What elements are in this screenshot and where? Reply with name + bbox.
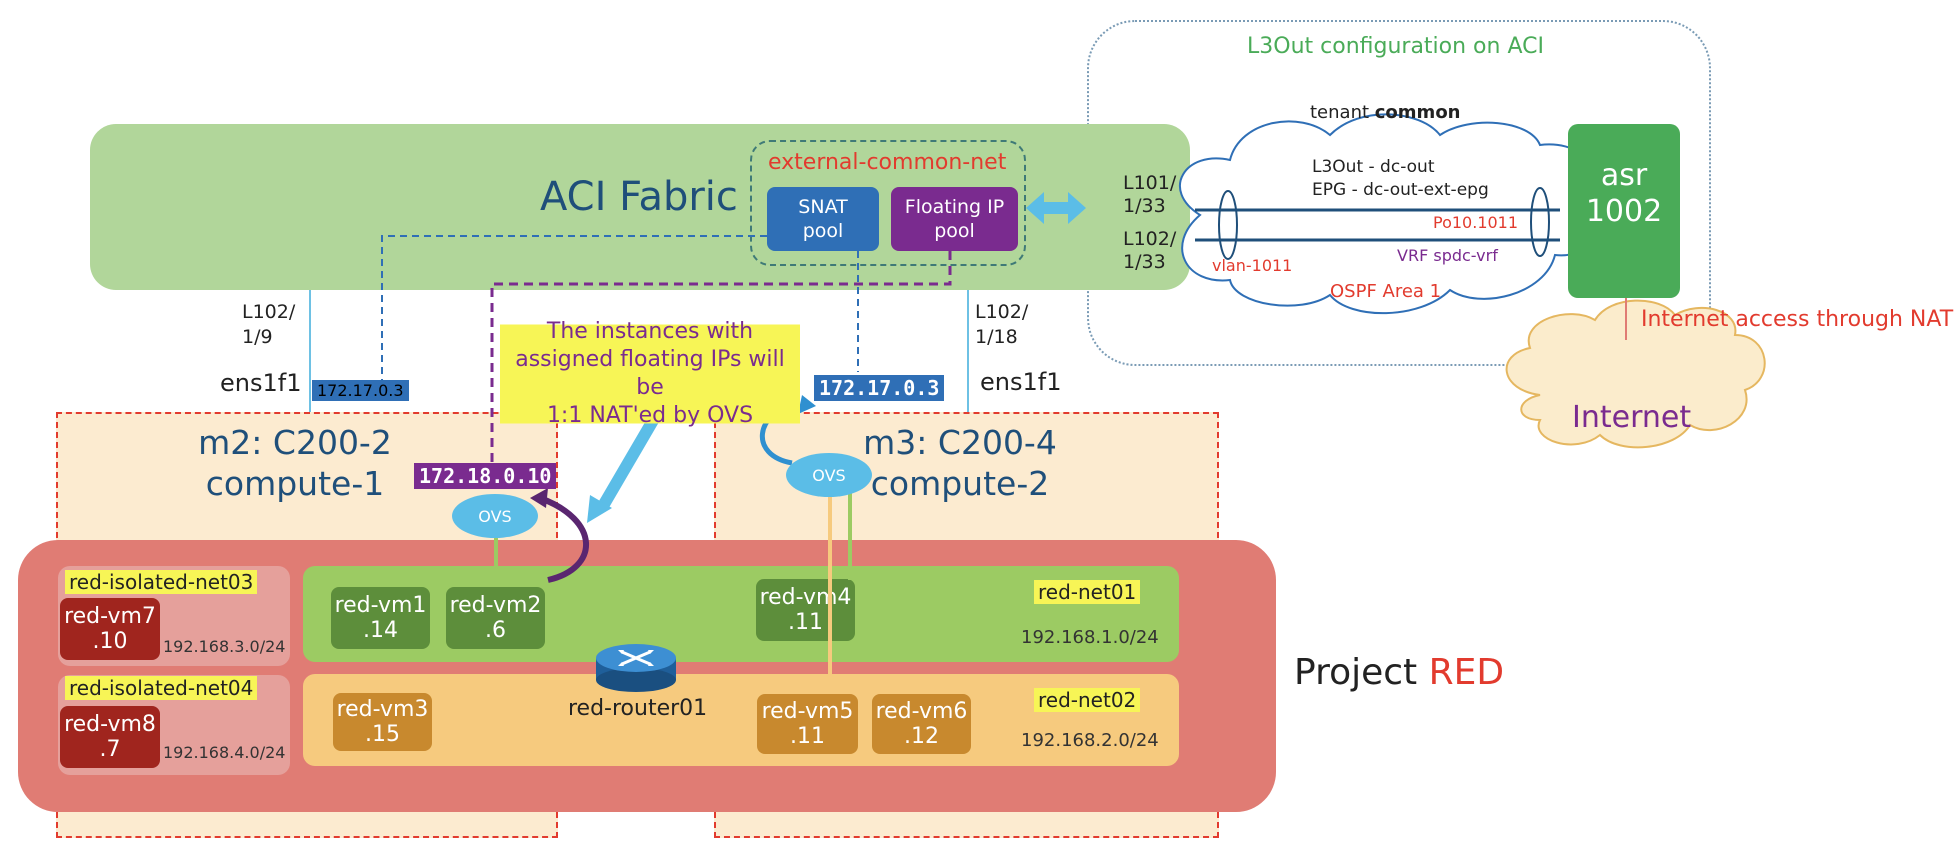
internet-label: Internet (1572, 400, 1692, 435)
vm-ip: .12 (904, 724, 939, 749)
host-compute-2-label: m3: C200-4 compute-2 (863, 423, 1057, 503)
nat-note: The instances with assigned floating IPs… (500, 318, 800, 430)
tenant-name: common (1374, 102, 1461, 123)
vm-name: red-vm6 (875, 699, 968, 724)
red-net02-subnet: 192.168.2.0/24 (1021, 730, 1159, 751)
vm-ip: .14 (363, 618, 398, 643)
external-common-net-label: external-common-net (768, 150, 1007, 175)
vm-name: red-vm5 (761, 699, 854, 724)
project-red-label: Project RED (1294, 652, 1504, 693)
vm-ip: .11 (788, 610, 823, 635)
right-nic-label: ens1f1 (980, 368, 1062, 396)
vm-name: red-vm4 (759, 585, 852, 610)
red-router01-label: red-router01 (566, 696, 710, 721)
right-snat-ip: 172.17.0.3 (814, 375, 945, 401)
vm-red-vm2[interactable]: red-vm2 .6 (446, 587, 545, 649)
floating-ip-pool: Floating IP pool (891, 187, 1018, 251)
isolated-net04-label: red-isolated-net04 (65, 676, 258, 700)
vm-red-vm1[interactable]: red-vm1 .14 (331, 587, 430, 649)
vm-red-vm3[interactable]: red-vm3 .15 (333, 693, 432, 751)
nat-access-label: Internet access through NAT (1641, 307, 1954, 332)
vm-name: red-vm7 (64, 604, 156, 629)
aci-fabric-title: ACI Fabric (540, 174, 738, 220)
vm-name: red-vm1 (334, 593, 427, 618)
left-nic-label: ens1f1 (220, 369, 302, 397)
tenant-label: tenant common (1310, 102, 1461, 123)
vm-name: red-vm8 (64, 712, 156, 737)
isolated-net03-label: red-isolated-net03 (65, 570, 258, 594)
host-compute-1-label: m2: C200-2 compute-1 (198, 423, 392, 503)
left-snat-ip: 172.17.0.3 (312, 380, 409, 401)
subnet-label: 192.168.3.0/24 (163, 637, 286, 656)
right-port-label: L102/ 1/18 (975, 301, 1029, 348)
snat-pool: SNAT pool (767, 187, 879, 251)
po-label: Po10.1011 (1433, 213, 1519, 232)
l3out-title: L3Out configuration on ACI (1247, 34, 1544, 59)
red-net02-label: red-net02 (1034, 688, 1141, 712)
vm-name: red-vm2 (449, 593, 542, 618)
leaf-l101-port: L101/ 1/33 (1123, 172, 1177, 217)
ovs-compute-1: OVS (452, 494, 538, 538)
vrf-label: VRF spdc-vrf (1397, 246, 1498, 265)
subnet-label: 192.168.4.0/24 (163, 743, 286, 762)
left-port-label: L102/ 1/9 (242, 301, 296, 348)
vm-red-vm4[interactable]: red-vm4 .11 (756, 579, 855, 641)
asr-1002-router: asr 1002 (1568, 124, 1680, 298)
vm-red-vm6[interactable]: red-vm6 .12 (872, 694, 971, 754)
project-prefix: Project (1294, 652, 1429, 693)
vm-ip: .6 (485, 618, 506, 643)
tenant-prefix: tenant (1310, 102, 1375, 123)
vm-red-vm7[interactable]: red-vm7 .10 (60, 598, 160, 660)
leaf-l102-port: L102/ 1/33 (1123, 228, 1177, 273)
vm-ip: .10 (92, 629, 128, 654)
left-fip-ip: 172.18.0.10 (414, 463, 557, 489)
vm-ip: .15 (365, 722, 400, 747)
vm-ip: .11 (790, 724, 825, 749)
project-name: RED (1428, 652, 1505, 693)
epg-name: EPG - dc-out-ext-epg (1312, 180, 1489, 200)
vlan-label: vlan-1011 (1212, 256, 1293, 275)
l3out-name: L3Out - dc-out (1312, 157, 1435, 177)
vm-name: red-vm3 (336, 697, 429, 722)
red-net01-label: red-net01 (1034, 580, 1141, 604)
ospf-label: OSPF Area 1 (1330, 281, 1442, 302)
router-icon (596, 644, 676, 692)
vm-red-vm8[interactable]: red-vm8 .7 (60, 706, 160, 768)
ovs-compute-2: OVS (786, 453, 872, 497)
red-net02 (303, 674, 1179, 766)
vm-ip: .7 (99, 737, 121, 762)
red-net01-subnet: 192.168.1.0/24 (1021, 627, 1159, 648)
vm-red-vm5[interactable]: red-vm5 .11 (757, 694, 858, 754)
